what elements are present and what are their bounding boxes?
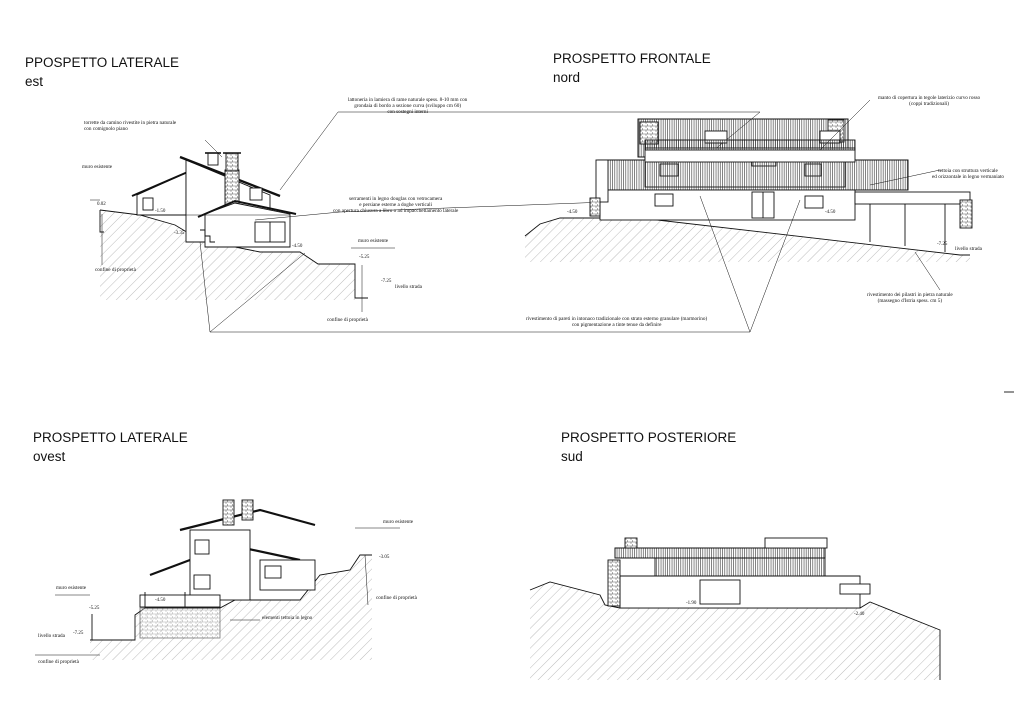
level-ovest-b: -7.25 (73, 631, 84, 636)
note-intonaco: rivestimento di pareti in intonaco tradi… (526, 316, 708, 328)
level-nord-a: -4.50 (567, 210, 578, 215)
level-ovest-a: -5.25 (89, 606, 100, 611)
subtitle-sud: sud (561, 449, 583, 464)
note-confine-est: confine di proprietà (95, 267, 136, 273)
title-ovest: PROSPETTO LATERALE (33, 430, 188, 445)
note-livello-strada-est: livello strada (395, 284, 422, 290)
note-livello-strada-ovest: livello strada (38, 633, 65, 639)
level-nord-c: -7.25 (937, 242, 948, 247)
title-est: PPOSPETTO LATERALE (25, 55, 180, 70)
note-muro-esistente-ovest-2: muro esistente (383, 519, 414, 525)
subtitle-ovest: ovest (33, 449, 66, 464)
elevation-ovest (35, 499, 400, 660)
level-est-c: -3.35 (174, 231, 185, 236)
note-confine-ovest: confine di proprietà (38, 659, 79, 665)
note-lattoneria: lattoneria in lamiera di rame naturale s… (348, 97, 468, 115)
level-sud-a: -1.90 (686, 601, 697, 606)
elevation-nord (524, 99, 973, 333)
level-est-f: -7.25 (381, 279, 392, 284)
elevation-est (90, 111, 761, 333)
note-elementi-tettoia: elementi tettoia in legno (262, 615, 313, 621)
note-muro-esistente-est: muro esistente (82, 164, 113, 170)
level-est-e: -5.25 (359, 255, 370, 260)
elevation-sud (529, 537, 941, 680)
level-est-b: -1.50 (155, 209, 166, 214)
level-est-d: -4.50 (292, 244, 303, 249)
level-est-a: 0.02 (97, 202, 106, 207)
note-muro-esistente-ovest: muro esistente (56, 585, 87, 591)
note-manto: manto di copertura in tegole laterizio c… (878, 95, 981, 107)
level-nord-b: -4.50 (825, 210, 836, 215)
level-ovest-d: -3.05 (379, 555, 390, 560)
note-pilastri: rivestimento dei pilastri in pietra natu… (867, 292, 953, 304)
note-tettoia: tettoia con struttura verticale ed orizz… (932, 168, 1005, 180)
note-serramenti: serramenti in legno douglas con vetrocam… (333, 196, 459, 214)
note-livello-strada-nord: livello strada (955, 246, 982, 252)
title-nord: PROSPETTO FRONTALE (553, 51, 711, 66)
note-muro-esistente-est-2: muro esistente (358, 238, 389, 244)
level-sud-b: -2.40 (854, 612, 865, 617)
note-confine-ovest-2: confine di proprietà (376, 595, 417, 601)
level-ovest-c: -4.50 (155, 598, 166, 603)
title-sud: PROSPETTO POSTERIORE (561, 430, 737, 445)
subtitle-nord: nord (553, 70, 581, 85)
note-torrette: torrette da camino rivestite in pietra n… (84, 120, 177, 132)
subtitle-est: est (25, 74, 44, 89)
note-confine-est-2: confine di proprietà (327, 317, 368, 323)
